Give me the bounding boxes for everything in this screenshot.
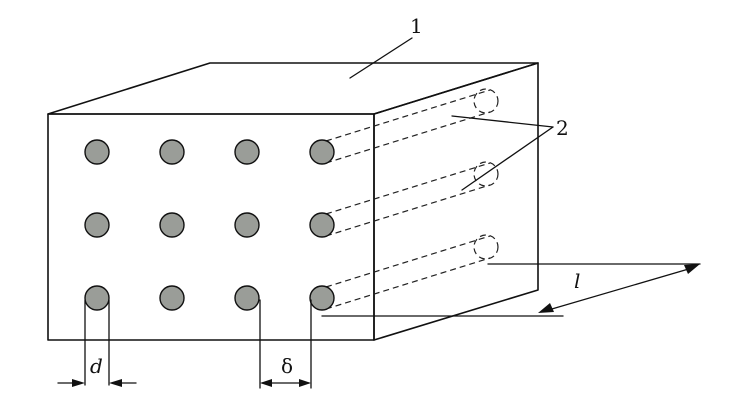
top-face xyxy=(47,62,539,115)
diameter-arrow-right xyxy=(109,379,122,387)
length-dimension xyxy=(321,263,701,317)
hidden-channel-row-2 xyxy=(325,161,499,237)
length-dim-line xyxy=(544,267,693,312)
block-outline xyxy=(47,62,539,341)
hidden-channel-edge-top xyxy=(325,89,491,142)
hidden-channel-row-1 xyxy=(325,88,499,164)
hidden-channel-back-end xyxy=(473,161,499,187)
hidden-channel-row-3 xyxy=(325,234,499,310)
tube-r1-c4 xyxy=(309,139,335,165)
side-face xyxy=(373,62,539,341)
label-spacing: δ xyxy=(281,354,293,378)
hidden-channel-edge-bottom xyxy=(325,257,491,310)
tube-r1-c2 xyxy=(159,139,185,165)
length-arrow-back xyxy=(684,264,700,274)
label-top-face: 1 xyxy=(410,14,423,38)
hidden-channels xyxy=(325,88,499,310)
tube-r2-c1 xyxy=(84,212,110,238)
hidden-channel-edge-top xyxy=(325,162,491,215)
label-diameter: d xyxy=(90,354,103,378)
tube-grid xyxy=(84,139,335,311)
tube-r1-c1 xyxy=(84,139,110,165)
tube-r3-c3 xyxy=(234,285,260,311)
hidden-channel-edge-top xyxy=(325,235,491,288)
hidden-channel-edge-bottom xyxy=(325,184,491,237)
label-length: l xyxy=(574,269,580,293)
hidden-channel-back-end xyxy=(473,88,499,114)
leader-lines xyxy=(349,37,554,191)
leader-2b xyxy=(461,126,554,191)
diameter-arrow-left xyxy=(72,379,85,387)
tube-r2-c4 xyxy=(309,212,335,238)
leader-1 xyxy=(349,37,413,79)
spacing-dimension xyxy=(259,299,312,389)
leader-2a xyxy=(451,115,554,128)
tube-r3-c1 xyxy=(84,285,110,311)
hidden-channel-edge-bottom xyxy=(325,111,491,164)
tube-r3-c4 xyxy=(309,285,335,311)
tube-r3-c2 xyxy=(159,285,185,311)
hidden-channel-back-end xyxy=(473,234,499,260)
tube-r2-c2 xyxy=(159,212,185,238)
spacing-arrow-right xyxy=(299,379,311,387)
tube-r2-c3 xyxy=(234,212,260,238)
label-channels: 2 xyxy=(556,116,569,140)
length-arrow-front xyxy=(538,303,554,313)
tube-r1-c3 xyxy=(234,139,260,165)
spacing-arrow-left xyxy=(260,379,272,387)
diameter-dimension xyxy=(57,299,137,387)
